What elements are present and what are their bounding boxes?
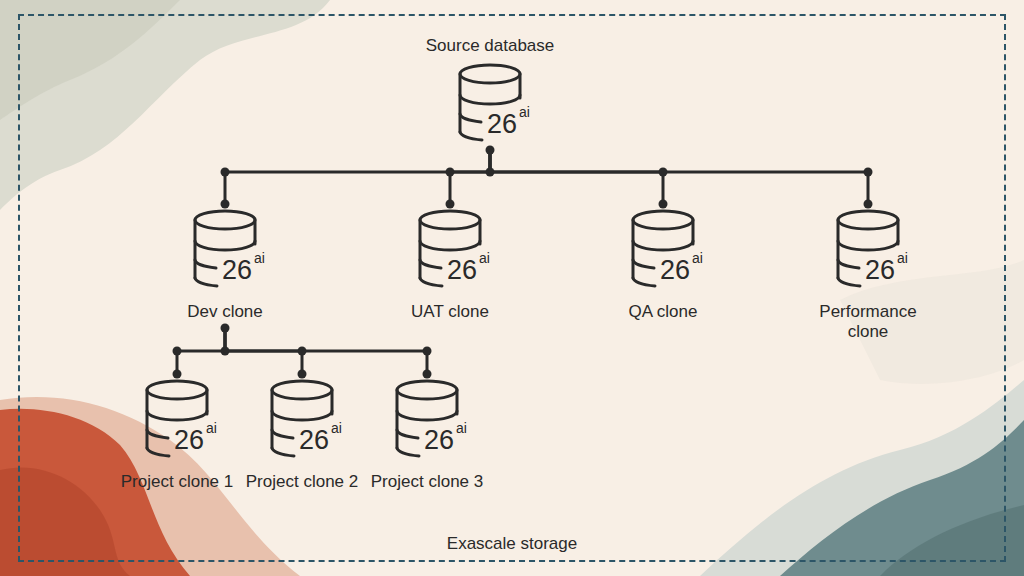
database-label: Dev clone bbox=[187, 302, 263, 322]
junction-dot bbox=[659, 200, 668, 209]
version-suffix: ai bbox=[479, 250, 490, 266]
clone-connector bbox=[490, 146, 663, 206]
clone-connector bbox=[450, 146, 490, 206]
version-suffix: ai bbox=[692, 250, 703, 266]
database-label: Project clone 3 bbox=[371, 472, 483, 492]
version-suffix: ai bbox=[456, 420, 467, 436]
database-label: UAT clone bbox=[411, 302, 489, 322]
database-icon-box: 26ai bbox=[835, 208, 901, 290]
version-number: 26 bbox=[660, 256, 690, 284]
database-icon-box: 26ai bbox=[269, 378, 335, 460]
version-suffix: ai bbox=[206, 420, 217, 436]
database-icon-box: 26ai bbox=[630, 208, 696, 290]
version-number: 26 bbox=[299, 426, 329, 454]
junction-dot bbox=[423, 347, 432, 356]
clone-connector bbox=[225, 146, 490, 206]
version-number: 26 bbox=[174, 426, 204, 454]
database-icon-box: 26ai bbox=[417, 208, 483, 290]
storage-region: Exascale storageSource database26ai26aiD… bbox=[18, 14, 1006, 562]
database-node: 26aiProject clone 3 bbox=[367, 378, 488, 492]
version-number: 26 bbox=[424, 426, 454, 454]
junction-dot bbox=[173, 347, 182, 356]
version-suffix: ai bbox=[897, 250, 908, 266]
junction-dot bbox=[298, 370, 307, 379]
junction-dot bbox=[221, 168, 230, 177]
database-label: QA clone bbox=[629, 302, 698, 322]
version-number: 26 bbox=[447, 256, 477, 284]
database-label: Project clone 2 bbox=[246, 472, 358, 492]
database-icon-box: 26ai bbox=[144, 378, 210, 460]
database-node: 26aiProject clone 1 bbox=[117, 378, 238, 492]
version-suffix: ai bbox=[331, 420, 342, 436]
database-icon-box: 26ai bbox=[192, 208, 258, 290]
junction-dot bbox=[423, 370, 432, 379]
database-node: 26aiDev clone bbox=[183, 208, 267, 322]
clone-connector bbox=[177, 324, 225, 376]
database-icon-box: 26ai bbox=[394, 378, 460, 460]
clone-connector bbox=[490, 146, 868, 206]
junction-dot bbox=[221, 200, 230, 209]
version-number: 26 bbox=[487, 110, 517, 138]
version-suffix: ai bbox=[519, 104, 530, 120]
database-node: 26aiUAT clone bbox=[407, 208, 493, 322]
junction-dot bbox=[864, 200, 873, 209]
version-number: 26 bbox=[865, 256, 895, 284]
clone-connector bbox=[225, 324, 427, 376]
region-label: Exascale storage bbox=[443, 534, 581, 553]
database-icon-box: 26ai bbox=[457, 62, 523, 144]
database-label: Project clone 1 bbox=[121, 472, 233, 492]
database-node: Source database 26ai bbox=[422, 36, 559, 144]
database-node: 26ai QA clone bbox=[625, 208, 702, 322]
junction-dot bbox=[864, 168, 873, 177]
database-node: 26aiProject clone 2 bbox=[242, 378, 363, 492]
database-label: Performance clone bbox=[808, 302, 928, 342]
junction-dot bbox=[173, 370, 182, 379]
junction-dot bbox=[446, 168, 455, 177]
database-label: Source database bbox=[426, 36, 555, 56]
database-node: 26aiPerformance clone bbox=[804, 208, 932, 342]
junction-dot bbox=[446, 200, 455, 209]
version-suffix: ai bbox=[254, 250, 265, 266]
region-label-wrap: Exascale storage bbox=[20, 534, 1004, 554]
version-number: 26 bbox=[222, 256, 252, 284]
